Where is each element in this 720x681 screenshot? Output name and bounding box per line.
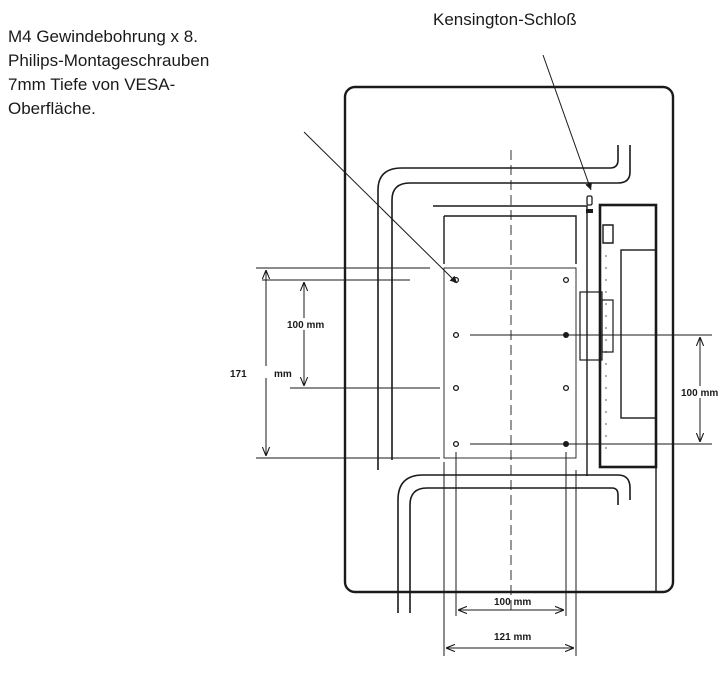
dim-label-hole-horizontal: 100 mm [494,597,531,608]
stand-channel-inner [377,145,619,613]
mounting-note-line-3: 7mm Tiefe von VESA- [8,75,176,94]
kensington-lock-icon [586,195,593,213]
mounting-note-line-1: M4 Gewindebohrung x 8. [8,27,198,46]
mounting-hole [562,384,570,392]
mounting-hole [452,440,460,448]
side-module [579,203,658,592]
mounting-hole [562,276,570,284]
monitor-body [343,85,675,594]
mounting-hole [452,331,460,339]
kensington-leader [542,54,592,191]
mount-recess-inner [443,215,577,264]
dim-label-overall-height-unit: mm [274,369,292,380]
mount-recess-outline [433,205,588,476]
mounting-note-line-4: Oberfläche. [8,99,96,118]
stand-channel-outer [391,145,631,613]
dim-label-hole-vertical: 100 mm [287,320,324,331]
mounting-hole [452,384,460,392]
mounting-note-leader [303,131,458,284]
dim-label-overall-width: 121 mm [494,632,531,643]
kensington-label: Kensington-Schloß [433,10,577,29]
dim-label-side-spacing: 100 mm [681,388,718,399]
dim-label-overall-height: 171 [230,369,247,380]
mounting-note-line-2: Philips-Montageschrauben [8,51,210,70]
vesa-plate [443,267,577,459]
